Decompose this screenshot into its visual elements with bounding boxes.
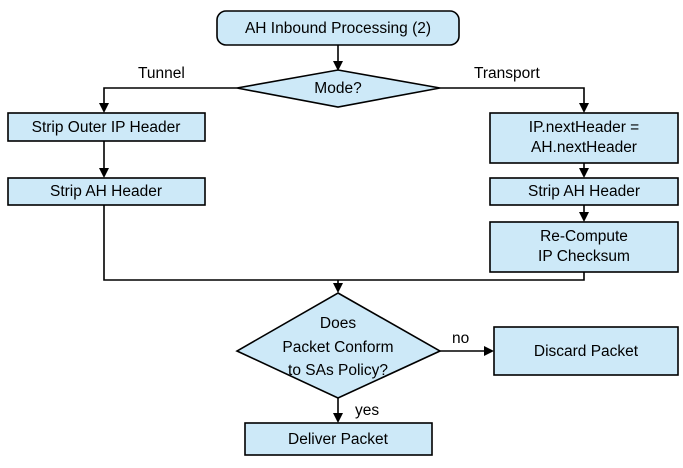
node-strip-ah-header-tunnel-label: Strip AH Header [50,183,162,200]
node-strip-outer-ip-header[interactable]: Strip Outer IP Header [7,112,206,142]
node-ip-nextheader[interactable]: IP.nextHeader = AH.nextHeader [489,112,679,164]
node-start-shape [216,10,460,46]
node-conform-decision[interactable]: Does Packet Conform to SAs Policy? [235,292,442,399]
node-ip-nextheader-label-line1: IP.nextHeader = [529,119,639,136]
node-mode-decision[interactable]: Mode? [236,69,441,108]
connector-merge-to-conform [103,205,585,293]
node-recompute-ip-checksum[interactable]: Re-Compute IP Checksum [489,221,679,273]
node-discard-packet-label: Discard Packet [534,343,639,360]
connector-nextheader-to-stripah [579,163,589,178]
connector-conform-to-discard [440,346,494,356]
node-recompute-ip-checksum-label-line1: Re-Compute [540,228,628,245]
node-deliver-packet-shape [244,422,433,456]
node-mode-decision-label: Mode? [314,80,362,97]
node-start[interactable]: AH Inbound Processing (2) [216,10,460,46]
node-deliver-packet[interactable]: Deliver Packet [244,422,433,456]
node-mode-decision-shape [236,69,441,108]
node-discard-packet-shape [493,326,679,376]
node-conform-decision-shape [235,292,442,399]
node-recompute-ip-checksum-label-line2: IP Checksum [538,248,630,265]
edge-label-transport: Transport [474,65,540,82]
connector-conform-to-deliver [333,398,343,423]
node-deliver-packet-label: Deliver Packet [288,431,389,448]
node-strip-ah-header-tunnel-shape [7,177,206,206]
node-strip-ah-header-transport-shape [489,177,679,206]
connector-stripah-to-recompute [579,205,589,222]
node-strip-outer-ip-header-shape [7,112,206,142]
node-conform-decision-label-line2: Packet Conform [282,339,393,356]
node-conform-decision-label-line1: Does [320,315,356,332]
node-recompute-ip-checksum-shape [489,221,679,273]
node-strip-ah-header-transport-label: Strip AH Header [528,183,640,200]
node-strip-outer-ip-header-label: Strip Outer IP Header [32,119,181,136]
node-strip-ah-header-tunnel[interactable]: Strip AH Header [7,177,206,206]
connector-stripouter-to-stripah [99,141,109,178]
connector-start-to-mode [333,45,343,71]
connector-mode-tunnel [99,87,237,113]
node-ip-nextheader-label-line2: AH.nextHeader [531,139,637,156]
connector-mode-transport [440,87,589,113]
edge-label-tunnel: Tunnel [138,65,185,82]
node-ip-nextheader-shape [489,112,679,164]
edge-label-no: no [452,330,469,347]
node-strip-ah-header-transport[interactable]: Strip AH Header [489,177,679,206]
edge-label-yes: yes [355,402,379,419]
node-discard-packet[interactable]: Discard Packet [493,326,679,376]
node-start-label: AH Inbound Processing (2) [245,20,431,37]
node-conform-decision-label-line3: to SAs Policy? [288,362,388,379]
